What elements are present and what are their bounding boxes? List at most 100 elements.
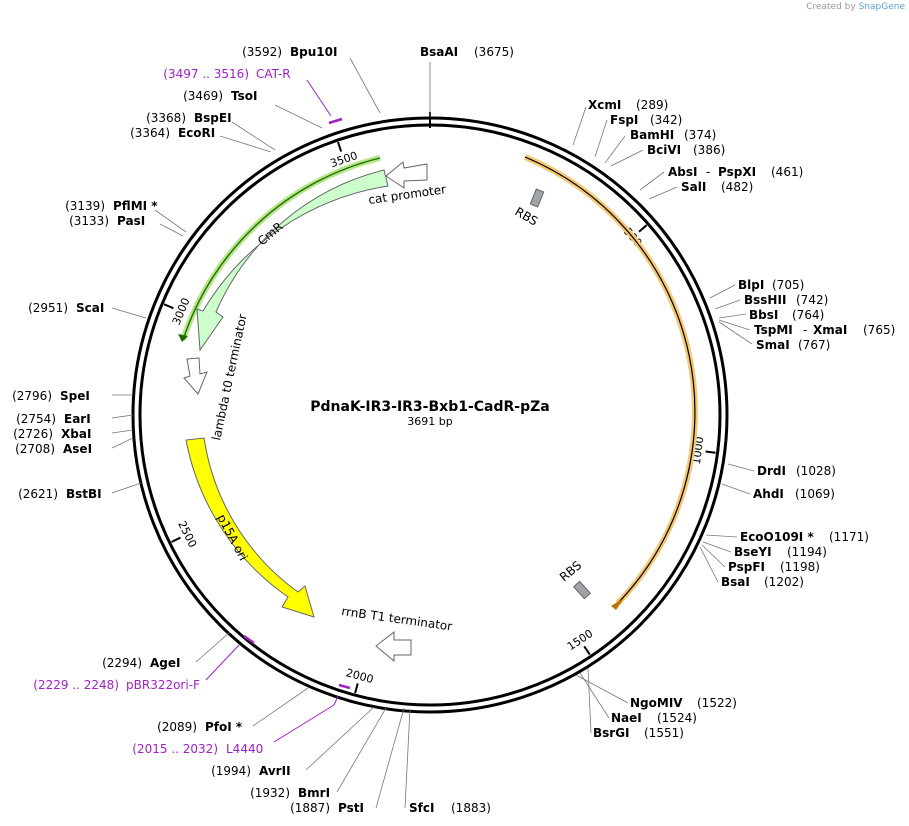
enzyme-xmai-name: XmaI: [813, 323, 847, 337]
enzyme-leader-line: [111, 429, 134, 434]
enzyme-bsai-pos: (1202): [764, 575, 804, 589]
enzyme-tspmi-name: TspMI: [754, 323, 793, 337]
enzyme-eari-pos: (2754): [16, 412, 56, 426]
enzyme-smai-name: SmaI: [756, 338, 790, 352]
enzyme-bmri-pos: (1932): [250, 786, 290, 800]
primer-l4440-leader: [273, 704, 335, 743]
enzyme-leader-line: [718, 313, 747, 319]
enzyme-pflmi-name: PflMI *: [113, 199, 158, 213]
primer-cat-r-name: CAT-R: [256, 67, 291, 81]
enzyme-pflmi-pos: (3139): [65, 199, 105, 213]
enzyme-leader-line: [718, 319, 751, 331]
enzyme-leader-line: [195, 631, 231, 663]
enzyme-bcivi-name: BciVI: [647, 143, 681, 157]
primer-l4440-leader-2: [333, 695, 339, 706]
enzyme-sali-pos: (482): [721, 180, 753, 194]
enzyme-absi-pos: (461): [771, 165, 803, 179]
tick-label-2500: 2500: [175, 519, 199, 550]
enzyme-bsshii-pos: (742): [796, 293, 828, 307]
enzyme-leader-line: [375, 707, 405, 809]
feature-label-rbs-2: RBS: [557, 558, 584, 584]
primer-pbr322ori-f-marker: [243, 634, 255, 645]
enzyme-leader-line: [111, 307, 147, 319]
cds-arrowhead: [611, 598, 624, 610]
enzyme-smai-pos: (767): [798, 338, 830, 352]
enzyme-bsrgi-name: BsrGI: [593, 726, 630, 740]
enzyme-avrii-pos: (1994): [211, 764, 251, 778]
enzyme-bseyi-name: BseYI: [734, 545, 772, 559]
enzyme-absi-dash: -: [706, 165, 710, 179]
enzyme-leader-line: [610, 149, 644, 167]
enzyme-tsoi-name: TsoI: [231, 89, 257, 103]
enzyme-leader-line: [721, 483, 751, 495]
enzyme-leader-line: [572, 106, 587, 146]
feature-label-rrnb-t1-terminator: rrnB T1 terminator: [341, 604, 454, 633]
tick-mark-3500: [337, 141, 343, 152]
feature-label-lambda-t0-terminator: lambda t0 terminator: [209, 313, 249, 442]
primer-pbr322ori-f-name: pBR322ori-F: [126, 678, 200, 692]
enzyme-bseyi-pos: (1194): [787, 545, 827, 559]
p15a-ori-arrow: [185, 437, 315, 618]
enzyme-eari-name: EarI: [64, 412, 91, 426]
enzyme-bspei-name: BspEI: [194, 111, 232, 125]
enzyme-xcmi-name: XcmI: [588, 98, 621, 112]
enzyme-asei-name: AseI: [63, 442, 92, 456]
enzyme-leader-line: [219, 135, 272, 153]
enzyme-pasi-pos: (3133): [69, 214, 109, 228]
primer-pbr322ori-f-leader: [205, 644, 240, 681]
tick-mark-2500: [171, 536, 181, 543]
enzyme-fspi-name: FspI: [610, 113, 638, 127]
enzyme-fspi-pos: (342): [650, 113, 682, 127]
enzyme-bsai-name: BsaI: [721, 575, 750, 589]
enzyme-bpu10i-pos: (3592): [242, 45, 282, 59]
enzyme-leader-line: [252, 687, 309, 727]
enzyme-bpu10i-name: Bpu10I: [290, 45, 337, 59]
primer-cat-r-leader: [306, 79, 332, 117]
enzyme-sfci-pos: (1883): [451, 801, 491, 815]
primer-l4440-marker: [338, 683, 351, 690]
enzyme-leader-line: [231, 121, 276, 151]
tick-mark-2000: [354, 683, 359, 694]
cmr-highlight-arrowhead: [178, 334, 188, 342]
enzyme-psti-pos: (1887): [290, 801, 330, 815]
cds-arc-highlight: [523, 154, 698, 606]
enzyme-tsoi-pos: (3469): [183, 89, 223, 103]
enzyme-ahdi-pos: (1069): [795, 487, 835, 501]
primer-cat-r-marker: [328, 117, 343, 125]
tick-label-1500: 1500: [565, 627, 596, 653]
enzyme-leader-line: [349, 57, 381, 114]
credit-prefix: Created by: [806, 2, 856, 12]
tick-mark-3000: [163, 303, 174, 310]
enzyme-leader-line: [587, 667, 592, 734]
feature-label-rbs-1: RBS: [513, 204, 541, 228]
enzyme-pfoi-pos: (2089): [157, 720, 197, 734]
enzyme-absi-name: AbsI: [668, 165, 697, 179]
enzyme-bbsi-pos: (764): [792, 308, 824, 322]
enzyme-bsaai-pos: (3675): [474, 45, 514, 59]
cat-promoter-arrow: [385, 161, 428, 189]
enzyme-bmri-name: BmrI: [298, 786, 330, 800]
enzyme-scai-pos: (2951): [28, 301, 68, 315]
snapgene-credit: Created by SnapGene: [806, 2, 905, 12]
enzyme-leader-line: [714, 299, 741, 310]
enzyme-avrii-name: AvrII: [259, 764, 291, 778]
enzyme-leader-line: [701, 544, 726, 568]
enzyme-leader-line: [718, 321, 753, 345]
enzyme-agei-pos: (2294): [102, 656, 142, 670]
enzyme-ecoo109i-name: EcoO109I *: [740, 530, 814, 544]
tick-label-2000: 2000: [344, 666, 374, 686]
enzyme-xbai-name: XbaI: [61, 427, 91, 441]
enzyme-tspmi-pos: (765): [863, 323, 895, 337]
enzyme-asei-pos: (2708): [15, 442, 55, 456]
enzyme-ecoo109i-pos: (1171): [829, 530, 869, 544]
enzyme-pspxi-name: PspXI: [718, 165, 756, 179]
enzyme-leader-line: [648, 186, 678, 200]
primer-pbr322ori-f-range: (2229 .. 2248): [33, 678, 119, 692]
enzyme-leader-line: [594, 119, 608, 158]
tick-mark-500: [638, 224, 648, 233]
enzyme-leader-line: [639, 171, 665, 191]
enzyme-tspmi-dash: -: [803, 323, 807, 337]
enzyme-leader-line: [305, 706, 375, 771]
rbs-box-2: [572, 580, 592, 600]
